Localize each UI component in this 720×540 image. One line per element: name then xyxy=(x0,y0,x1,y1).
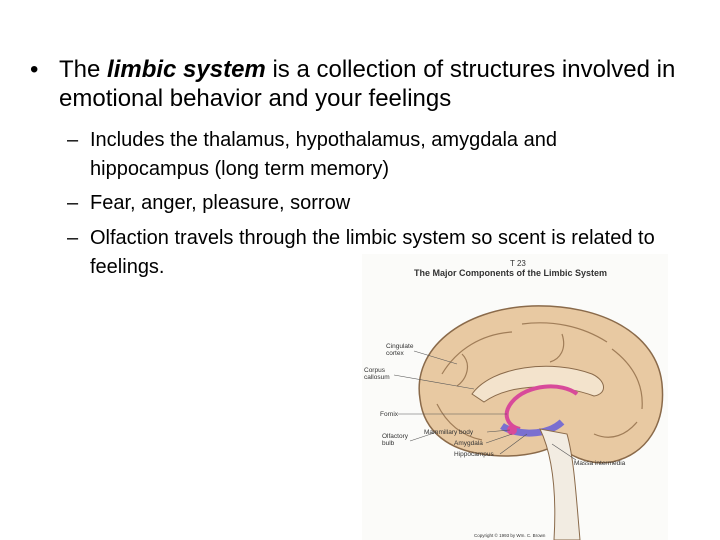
label-massa-intermedia: Massa intermedia xyxy=(574,460,626,467)
label-fornix: Fornix xyxy=(380,411,399,418)
gyri-folds xyxy=(436,322,643,441)
figure-tag: T 23 xyxy=(510,259,526,268)
mammillary-body-shape xyxy=(507,425,517,435)
label-bulb: bulb xyxy=(382,440,395,447)
label-cortex: cortex xyxy=(386,350,404,357)
label-hippocampus: Hippocampus xyxy=(454,451,494,458)
leader-lines xyxy=(393,350,577,461)
corpus-callosum-shape xyxy=(471,365,604,403)
dash-marker: – xyxy=(67,129,79,151)
label-callosum: callosum xyxy=(364,374,390,381)
sub-bullet-structures: – Includes the thalamus, hypothalamus, a… xyxy=(67,126,677,184)
main-bullet: • The limbic system is a collection of s… xyxy=(30,55,690,113)
sub-bullet-olfaction: – Olfaction travels through the limbic s… xyxy=(67,224,677,282)
label-corpus: Corpus xyxy=(364,367,386,374)
limbic-system-emphasis: limbic system xyxy=(107,56,266,83)
label-cingulate: Cingulate xyxy=(386,343,414,350)
dash-marker: – xyxy=(67,192,79,214)
figure-copyright: Copyright © 1993 by Wm. C. Brown xyxy=(474,532,546,538)
label-mammillary: Mammillary body xyxy=(424,429,474,436)
label-olfactory: Olfactory xyxy=(382,433,409,440)
figure-labels: Cingulate cortex Corpus callosum Fornix … xyxy=(364,343,626,467)
dash-marker: – xyxy=(67,227,79,249)
brain-diagram: T 23 The Major Components of the Limbic … xyxy=(364,259,664,540)
bullet-dot: • xyxy=(30,56,39,83)
brainstem-shape xyxy=(539,428,581,540)
hippocampus-shape xyxy=(500,419,565,437)
figure-title: The Major Components of the Limbic Syste… xyxy=(414,268,607,278)
main-bullet-text: The limbic system is a collection of str… xyxy=(59,56,676,112)
label-amygdala: Amygdala xyxy=(454,440,483,447)
limbic-system-figure: T 23 The Major Components of the Limbic … xyxy=(362,254,668,540)
fornix-shape xyxy=(504,384,579,431)
sub-bullet-emotions: – Fear, anger, pleasure, sorrow xyxy=(67,189,677,218)
